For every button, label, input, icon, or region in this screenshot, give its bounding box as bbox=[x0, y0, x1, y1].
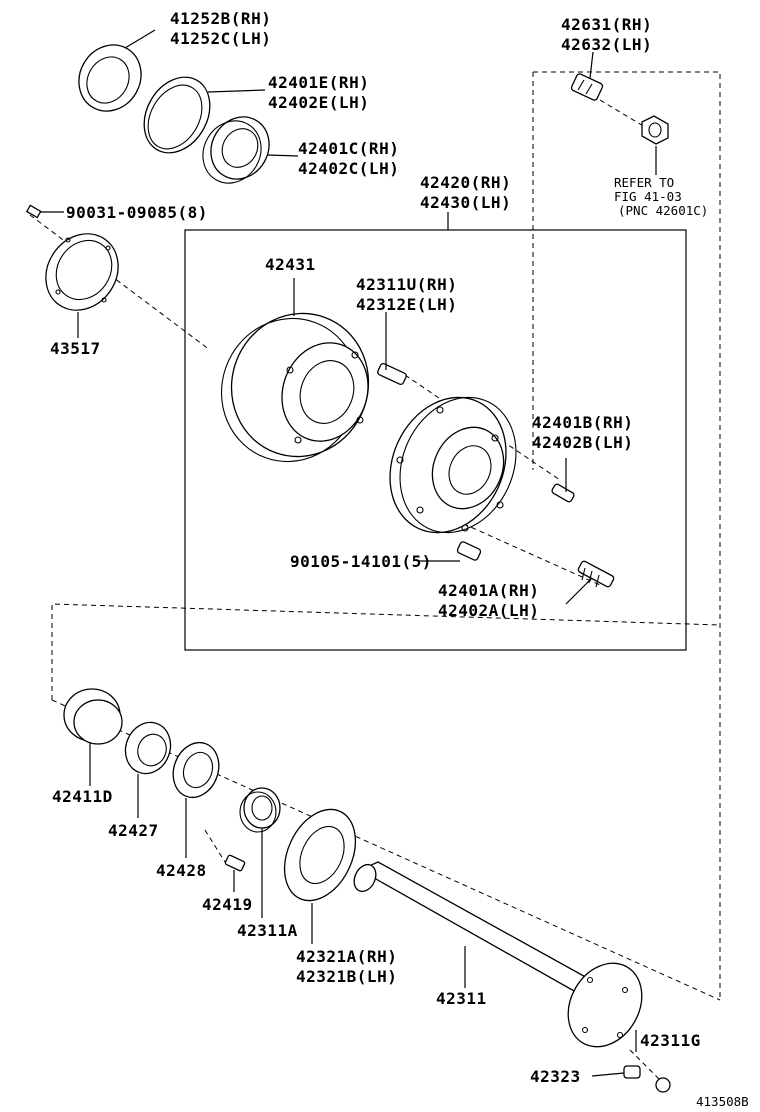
bolt-90105 bbox=[456, 541, 482, 561]
alignment-lines bbox=[29, 71, 721, 1081]
label-42311g: 42311G bbox=[640, 1031, 701, 1050]
label-42311a: 42311A bbox=[237, 921, 298, 940]
screw-90031 bbox=[25, 204, 42, 219]
bolt-42323 bbox=[623, 1065, 641, 1079]
stud-42631 bbox=[570, 73, 604, 101]
label-41252c: 41252C(LH) bbox=[170, 29, 271, 48]
refer-line-1: REFER TO bbox=[614, 175, 674, 190]
label-42631: 42631(RH) bbox=[561, 15, 652, 34]
label-42420: 42420(RH) bbox=[420, 173, 511, 192]
label-42311: 42311 bbox=[436, 989, 487, 1008]
label-42323: 42323 bbox=[530, 1067, 581, 1086]
axle-shaft-42311 bbox=[353, 861, 643, 1048]
label-42402e: 42402E(LH) bbox=[268, 93, 369, 112]
nut-42311g bbox=[655, 1077, 671, 1093]
bolt-42311u bbox=[377, 362, 407, 386]
hub-bolt-42401a bbox=[577, 560, 615, 588]
hub-cap-42411d bbox=[63, 688, 123, 745]
label-42312e: 42312E(LH) bbox=[356, 295, 457, 314]
label-90105: 90105-14101(5) bbox=[290, 552, 432, 571]
bearing-42401c bbox=[202, 116, 270, 184]
label-42411d: 42411D bbox=[52, 787, 113, 806]
hub-bolt-42401b bbox=[551, 483, 575, 503]
label-42401c: 42401C(RH) bbox=[298, 139, 399, 158]
bearing-cup-42401e bbox=[143, 76, 211, 154]
label-42427: 42427 bbox=[108, 821, 159, 840]
axle-hub-42420 bbox=[389, 396, 517, 534]
dust-cover-plate-43517 bbox=[45, 233, 119, 311]
label-42431: 42431 bbox=[265, 255, 316, 274]
label-42401a: 42401A(RH) bbox=[438, 581, 539, 600]
label-42419: 42419 bbox=[202, 895, 253, 914]
label-42311u: 42311U(RH) bbox=[356, 275, 457, 294]
oil-seal-41252 bbox=[78, 44, 142, 112]
bearing-42311a bbox=[239, 787, 281, 833]
hub-assembly-box bbox=[184, 229, 687, 651]
label-42321a: 42321A(RH) bbox=[296, 947, 397, 966]
screw-42419 bbox=[224, 854, 246, 872]
label-42321b: 42321B(LH) bbox=[296, 967, 397, 986]
nut-icon bbox=[641, 115, 669, 145]
refer-line-3: (PNC 42601C) bbox=[618, 203, 708, 218]
lock-washer-42428 bbox=[172, 741, 220, 799]
label-42401e: 42401E(RH) bbox=[268, 73, 369, 92]
disc-rotor-42431 bbox=[220, 312, 370, 463]
label-42402c: 42402C(LH) bbox=[298, 159, 399, 178]
label-41252b: 41252B(RH) bbox=[170, 9, 271, 28]
label-42401b: 42401B(RH) bbox=[532, 413, 633, 432]
label-42632: 42632(LH) bbox=[561, 35, 652, 54]
label-42402a: 42402A(LH) bbox=[438, 601, 539, 620]
figure-id: 413508B bbox=[696, 1094, 749, 1109]
label-90031: 90031-09085(8) bbox=[66, 203, 208, 222]
label-42430: 42430(LH) bbox=[420, 193, 511, 212]
leader-lines bbox=[40, 29, 657, 1077]
label-42428: 42428 bbox=[156, 861, 207, 880]
lock-nut-42427 bbox=[124, 721, 172, 775]
gasket-42321a bbox=[283, 808, 357, 902]
label-42402b: 42402B(LH) bbox=[532, 433, 633, 452]
label-43517: 43517 bbox=[50, 339, 101, 358]
refer-line-2: FIG 41-03 bbox=[614, 189, 682, 204]
